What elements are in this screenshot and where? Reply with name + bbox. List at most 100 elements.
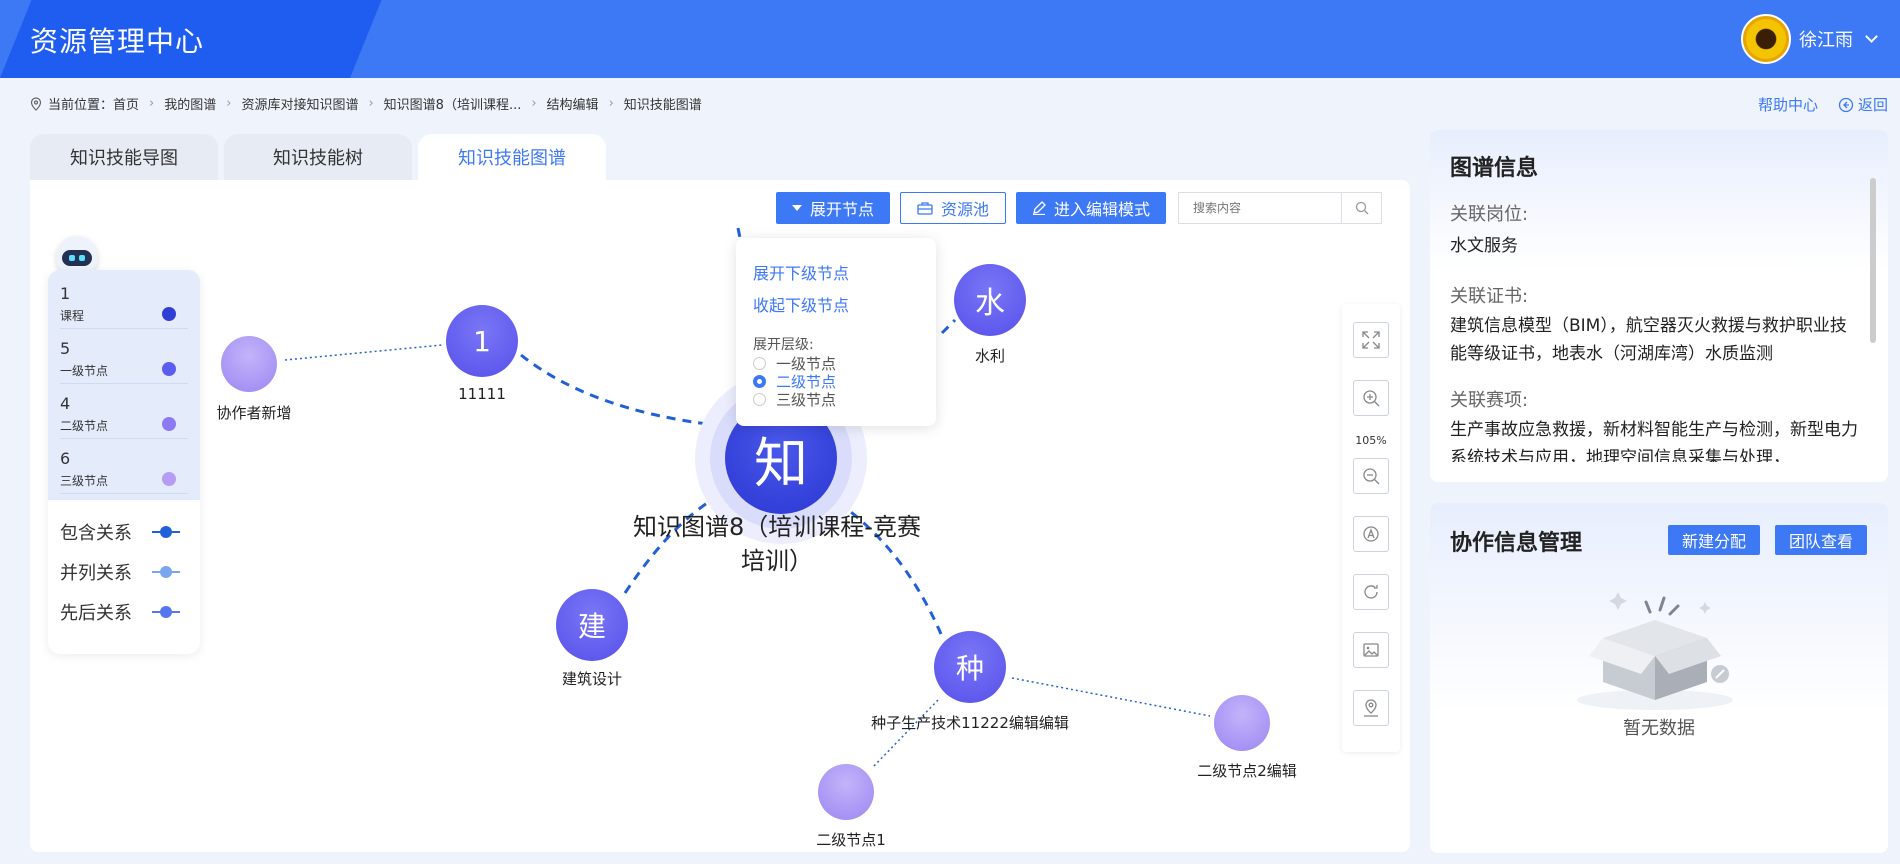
auto-layout-icon — [1363, 526, 1379, 542]
locate-button[interactable] — [1353, 690, 1389, 726]
graph-node-water[interactable]: 水 — [954, 264, 1026, 336]
field-value: 水文服务 — [1450, 236, 1518, 256]
relation-label: 并列关系 — [60, 563, 132, 584]
field-key: 关联赛项: — [1450, 390, 1529, 411]
tab-knowledge-graph[interactable]: 知识技能图谱 — [418, 134, 606, 180]
user-menu[interactable]: 徐江雨 — [1741, 14, 1878, 64]
node-label-n1: 11111 — [458, 385, 506, 403]
zoom-level: 105% — [1355, 434, 1387, 447]
legend-count: 6 — [60, 449, 71, 468]
zoom-in-button[interactable] — [1353, 380, 1389, 416]
graph-node-collab[interactable] — [221, 336, 277, 392]
user-name[interactable]: 徐江雨 — [1799, 30, 1853, 51]
resource-pool-label: 资源池 — [941, 200, 990, 219]
back-link[interactable]: 返回 — [1838, 94, 1888, 115]
legend-dot — [162, 472, 176, 486]
breadcrumb-separator: › — [608, 96, 614, 111]
level-option-3[interactable]: 三级节点 — [753, 390, 936, 409]
node-label-collab: 协作者新增 — [216, 404, 292, 422]
expand-dropdown: 展开下级节点 收起下级节点 展开层级: 一级节点 二级节点 三级节点 — [736, 238, 936, 426]
refresh-button[interactable] — [1353, 574, 1389, 610]
level-title: 展开层级: — [753, 337, 814, 353]
graph-node-sec1[interactable] — [818, 764, 874, 820]
graph-node-n1[interactable]: 1 — [446, 305, 518, 377]
relation-contain[interactable]: 包含关系 — [48, 512, 200, 552]
legend-count: 5 — [60, 339, 71, 358]
collapse-children-option[interactable]: 收起下级节点 — [753, 296, 850, 315]
search-input[interactable] — [1178, 192, 1343, 224]
expand-children-option[interactable]: 展开下级节点 — [753, 264, 850, 283]
level-option-label: 三级节点 — [776, 390, 837, 409]
caret-down-icon — [792, 205, 802, 211]
search-button[interactable] — [1342, 192, 1383, 224]
new-assignment-button[interactable]: 新建分配 — [1668, 525, 1761, 555]
node-label-build: 建筑设计 — [561, 670, 622, 688]
empty-text: 暂无数据 — [1623, 718, 1695, 739]
back-label[interactable]: 返回 — [1857, 96, 1888, 114]
breadcrumb-item[interactable]: 首页 — [113, 98, 140, 113]
relation-parallel[interactable]: 并列关系 — [48, 552, 200, 592]
location-pin-icon — [30, 96, 42, 111]
edge-top — [736, 227, 742, 239]
collab-title: 协作信息管理 — [1450, 531, 1583, 556]
edge-seed-sec2 — [1011, 677, 1211, 717]
legend-label: 一级节点 — [60, 364, 109, 378]
breadcrumb-item[interactable]: 我的图谱 — [164, 98, 217, 113]
tab-knowledge-tree[interactable]: 知识技能树 — [224, 134, 412, 180]
breadcrumb-item[interactable]: 结构编辑 — [546, 98, 599, 113]
expand-nodes-button[interactable]: 展开节点 — [776, 192, 891, 224]
legend-row: 4 二级节点 — [60, 384, 188, 439]
graph-node-build[interactable]: 建 — [556, 589, 628, 661]
resource-pool-button[interactable]: 资源池 — [900, 192, 1007, 224]
edit-mode-label: 进入编辑模式 — [1054, 200, 1151, 219]
legend-label: 二级节点 — [60, 419, 109, 433]
level-option-label: 二级节点 — [776, 372, 837, 391]
breadcrumb: 当前位置： 首页› 我的图谱› 资源库对接知识图谱› 知识图谱8（培训课程...… — [30, 94, 702, 113]
image-icon — [1363, 643, 1379, 657]
level-option-1[interactable]: 一级节点 — [753, 354, 936, 373]
field-value: 建筑信息模型（BIM），航空器灭火救援与救护职业技能等级证书，地表水（河湖库湾）… — [1450, 316, 1847, 364]
briefcase-icon — [917, 202, 933, 215]
expand-nodes-label: 展开节点 — [810, 200, 875, 219]
legend-count: 4 — [60, 394, 71, 413]
app-header: 资源管理中心 徐江雨 — [0, 0, 1900, 78]
location-icon — [1364, 699, 1378, 717]
node-glyph: 水 — [975, 286, 1005, 321]
field-key: 关联岗位: — [1450, 204, 1529, 225]
graph-node-seed[interactable]: 种 — [934, 631, 1006, 703]
tab-knowledge-map[interactable]: 知识技能导图 — [30, 134, 218, 180]
field-key: 关联证书: — [1450, 286, 1529, 307]
node-label-seed: 种子生产技术11222编辑编辑 — [871, 714, 1069, 732]
scrollbar-thumb[interactable] — [1870, 178, 1876, 343]
zoom-toolbar: 105% — [1342, 304, 1400, 752]
relation-label: 包含关系 — [60, 523, 132, 544]
level-option-label: 一级节点 — [776, 354, 837, 373]
breadcrumb-item[interactable]: 资源库对接知识图谱 — [241, 98, 359, 113]
edge-seed-sec1 — [871, 699, 939, 769]
relation-line-icon — [152, 606, 180, 618]
graph-info-panel: 图谱信息 关联岗位: 水文服务 关联证书: 建筑信息模型（BIM），航空器灭火救… — [1430, 130, 1888, 482]
breadcrumb-current: 知识技能图谱 — [623, 98, 702, 113]
edit-mode-button[interactable]: 进入编辑模式 — [1016, 192, 1167, 224]
level-option-2[interactable]: 二级节点 — [753, 372, 936, 391]
graph-node-sec2[interactable] — [1214, 695, 1270, 751]
back-circle-icon — [1838, 97, 1854, 112]
export-image-button[interactable] — [1353, 632, 1389, 668]
auto-layout-button[interactable] — [1353, 516, 1389, 552]
legend-count: 1 — [60, 284, 71, 303]
relation-sequence[interactable]: 先后关系 — [48, 592, 200, 632]
relation-line-icon — [152, 526, 180, 538]
help-center-link[interactable]: 帮助中心 — [1757, 96, 1818, 114]
breadcrumb-item[interactable]: 知识图谱8（培训课程... — [383, 98, 522, 113]
team-view-button[interactable]: 团队查看 — [1775, 525, 1868, 555]
breadcrumb-separator: › — [149, 96, 155, 111]
zoom-out-button[interactable] — [1353, 458, 1389, 494]
view-tabs: 知识技能导图 知识技能树 知识技能图谱 — [30, 134, 612, 180]
search-icon — [1355, 201, 1369, 215]
avatar[interactable] — [1741, 14, 1791, 64]
fullscreen-button[interactable] — [1353, 322, 1389, 358]
node-glyph: 建 — [577, 610, 606, 643]
